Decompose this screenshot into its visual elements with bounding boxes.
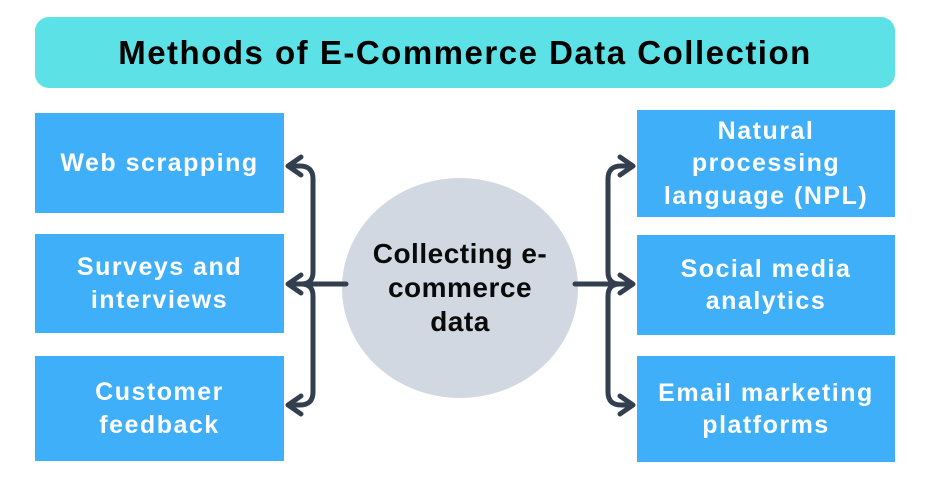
box-web-scrapping-label: Web scrapping <box>60 148 259 177</box>
right-bottom-branch-line <box>605 281 633 408</box>
box-customer-feedback-label: Customer feedback <box>95 378 224 439</box>
page-title: Methods of E-Commerce Data Collection <box>118 33 812 71</box>
box-surveys-interviews: Surveys and interviews <box>35 234 284 333</box>
box-natural-processing-language-label: Natural processing language (NPL) <box>663 116 869 210</box>
title-banner: Methods of E-Commerce Data Collection <box>35 17 895 88</box>
center-node: Collecting e-commerce data <box>342 178 578 398</box>
arrow-left-icon <box>285 272 304 296</box>
right-top-branch-line <box>605 163 633 287</box>
box-customer-feedback: Customer feedback <box>35 356 284 461</box>
arrow-right-icon <box>617 154 636 178</box>
arrow-left-icon <box>285 393 304 417</box>
arrow-left-icon <box>285 154 304 178</box>
right-branch <box>572 154 636 417</box>
center-node-label: Collecting e-commerce data <box>372 237 548 338</box>
arrow-right-icon <box>617 393 636 417</box>
box-natural-processing-language: Natural processing language (NPL) <box>637 110 895 217</box>
left-top-branch-line <box>288 163 316 287</box>
box-social-media-analytics: Social media analytics <box>637 235 895 335</box>
box-email-marketing-platforms-label: Email marketing platforms <box>658 378 874 440</box>
left-branch <box>285 154 349 417</box>
left-bottom-branch-line <box>288 281 316 408</box>
box-email-marketing-platforms: Email marketing platforms <box>637 356 895 462</box>
box-surveys-interviews-label: Surveys and interviews <box>76 253 243 314</box>
box-social-media-analytics-label: Social media analytics <box>680 254 852 316</box>
arrow-right-icon <box>617 272 636 296</box>
box-web-scrapping: Web scrapping <box>35 113 284 213</box>
